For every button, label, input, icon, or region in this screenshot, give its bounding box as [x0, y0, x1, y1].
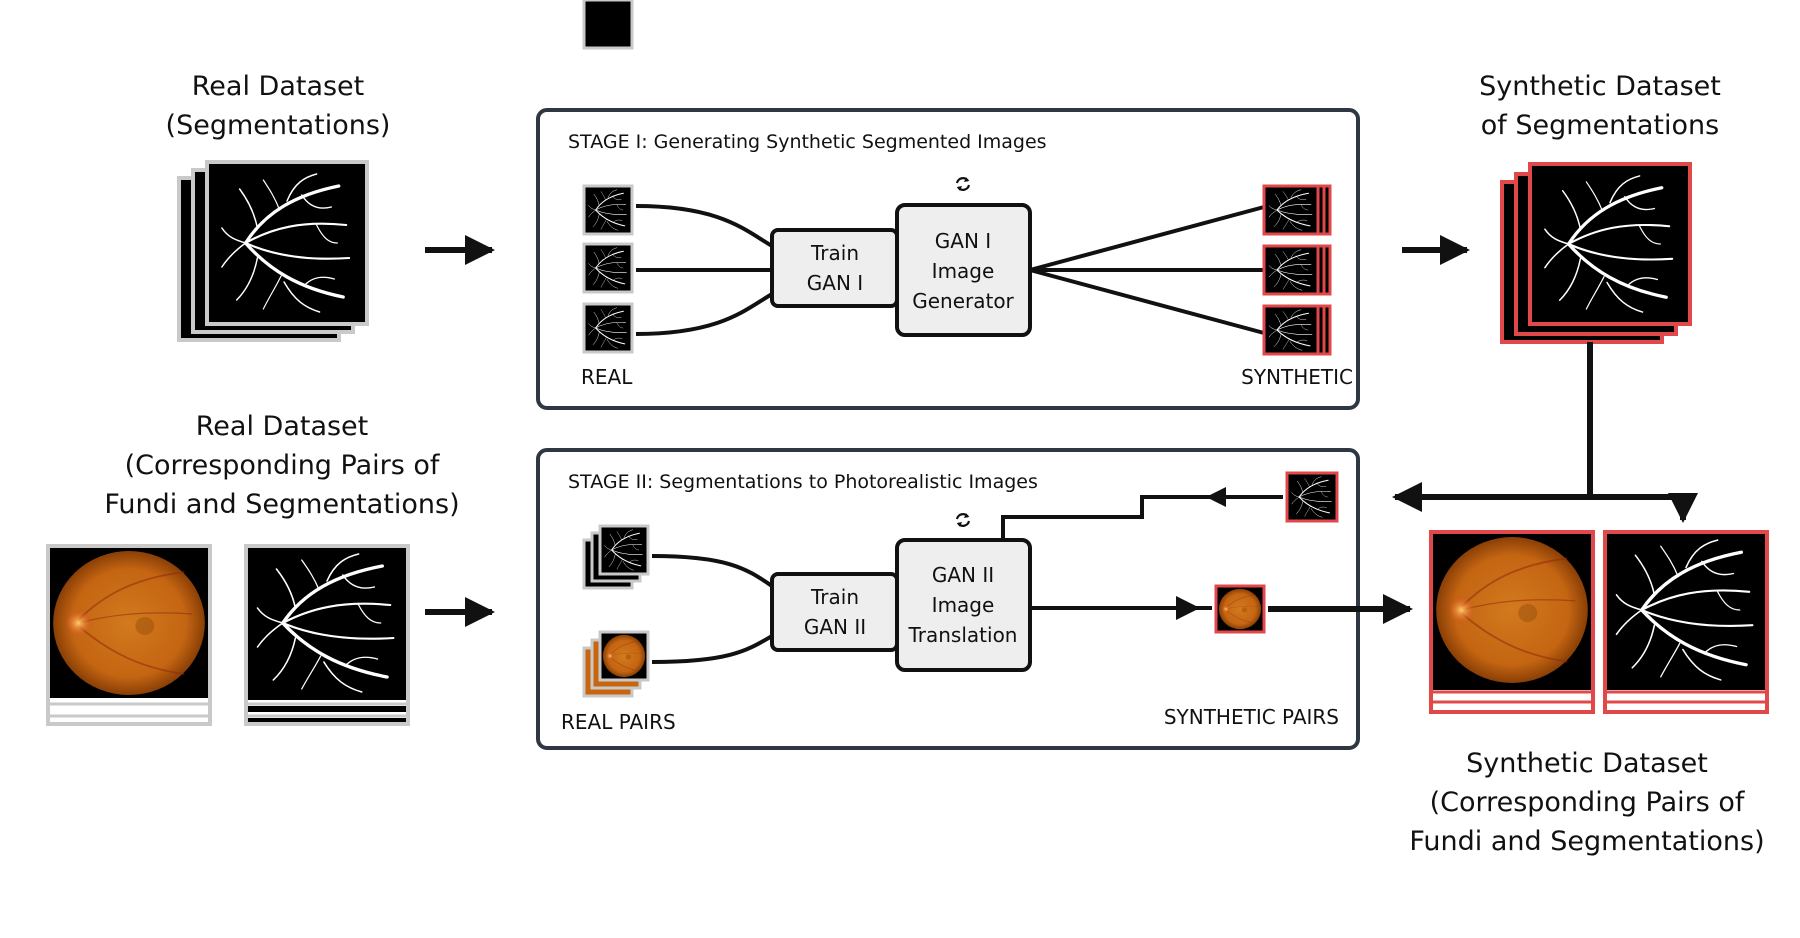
- stage1-real-label: REAL: [581, 365, 633, 389]
- syn-pairs-title-line3: Fundi and Segmentations): [1409, 826, 1764, 857]
- syn-segmentation-stack: [1603, 530, 1769, 714]
- real-dataset-pairs: Real Dataset (Corresponding Pairs of Fun…: [46, 411, 460, 726]
- syn-pairs-title-line1: Synthetic Dataset: [1466, 748, 1708, 779]
- syn-seg-title-line2: of Segmentations: [1481, 110, 1719, 141]
- stage2-title: STAGE II: Segmentations to Photorealisti…: [568, 471, 1038, 493]
- train-gan2-line1: Train: [810, 585, 859, 609]
- syn-seg-title-line1: Synthetic Dataset: [1479, 71, 1721, 102]
- stage1-synthetic-label: SYNTHETIC: [1241, 365, 1353, 389]
- refresh-icon: [955, 177, 971, 191]
- stage1-output-connectors: [1029, 205, 1265, 335]
- real-pairs-title-line2: (Corresponding Pairs of: [125, 450, 441, 481]
- gan1-gen-line3: Generator: [912, 289, 1014, 313]
- train-gan1-line2: GAN I: [807, 271, 863, 295]
- stage2-input-connectors: [651, 554, 774, 664]
- refresh-icon: [955, 513, 971, 527]
- stage2-synthetic-label: SYNTHETIC PAIRS: [1164, 705, 1339, 729]
- syn-pairs-title-line2: (Corresponding Pairs of: [1430, 787, 1746, 818]
- stage2-real-fundus-thumbnails: [582, 630, 650, 698]
- real-pairs-title-line1: Real Dataset: [196, 411, 369, 442]
- gan2-line3: Translation: [908, 623, 1018, 647]
- gan2-line1: GAN II: [932, 563, 994, 587]
- gan1-gen-line1: GAN I: [935, 229, 991, 253]
- real-seg-title-line1: Real Dataset: [192, 71, 365, 102]
- synthetic-dataset-segmentations: Synthetic Dataset of Segmentations: [1479, 71, 1721, 344]
- real-dataset-segmentations: Real Dataset (Segmentations): [166, 71, 391, 342]
- real-segmentation-stack: [244, 544, 410, 726]
- stage1-input-connectors: [635, 204, 774, 336]
- train-gan2-line2: GAN II: [804, 615, 866, 639]
- gan1-gen-line2: Image: [932, 259, 995, 283]
- real-pairs-title-line3: Fundi and Segmentations): [104, 489, 459, 520]
- syn-seg-image-stack: [1500, 162, 1692, 344]
- stage1-real-thumbnails: [582, 184, 634, 354]
- train-gan1-line1: Train: [810, 241, 859, 265]
- stage1-synthetic-thumbnails: [1262, 184, 1332, 356]
- stage2-real-seg-thumbnails: [582, 0, 650, 590]
- stage1-panel: STAGE I: Generating Synthetic Segmented …: [536, 108, 1360, 410]
- stage2-panel: STAGE II: Segmentations to Photorealisti…: [536, 0, 1360, 750]
- stage2-real-label: REAL PAIRS: [561, 710, 676, 734]
- real-seg-image-stack: [177, 160, 369, 342]
- gan2-line2: Image: [932, 593, 995, 617]
- real-fundus-stack: [46, 544, 212, 726]
- arrow-left-icon: [1206, 487, 1226, 507]
- synthetic-dataset-pairs: Synthetic Dataset (Corresponding Pairs o…: [1409, 530, 1769, 857]
- real-seg-title-line2: (Segmentations): [166, 110, 391, 141]
- syn-seg-down-connector: [1392, 342, 1698, 523]
- arrow-right-icon: [1176, 596, 1200, 620]
- syn-fundus-stack: [1429, 530, 1595, 714]
- stage1-title: STAGE I: Generating Synthetic Segmented …: [568, 131, 1047, 153]
- gan2-translation-box: [895, 538, 1032, 672]
